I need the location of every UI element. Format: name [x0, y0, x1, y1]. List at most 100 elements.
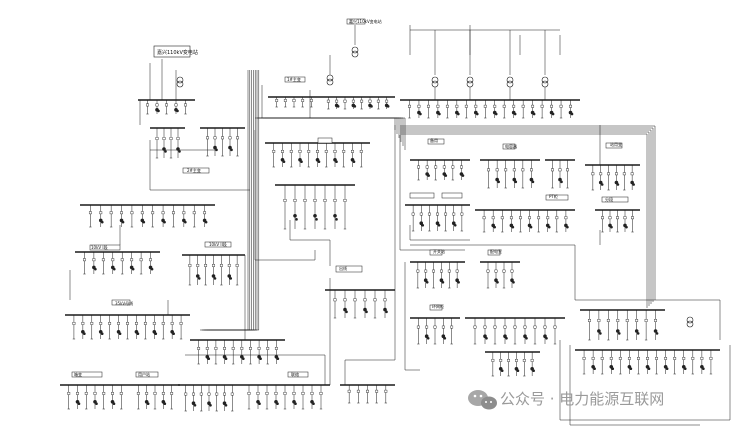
breaker-136 [335, 99, 339, 103]
load-398 [242, 357, 245, 361]
breaker-536 [343, 198, 347, 202]
wire-952 [257, 117, 398, 134]
breaker-796 [493, 325, 497, 329]
breaker-440 [136, 392, 140, 395]
breaker-683 [491, 216, 495, 220]
breaker-617 [530, 168, 533, 172]
load-533 [333, 214, 337, 218]
breaker-792 [483, 325, 487, 329]
load-488 [258, 402, 261, 406]
breaker-723 [616, 216, 619, 220]
breaker-864 [522, 359, 526, 362]
title-box: 嘉兴110kV变电站 [153, 45, 198, 58]
load-319 [211, 274, 216, 278]
label-box-160 [284, 76, 306, 83]
load-462 [191, 401, 196, 406]
breaker-734 [416, 269, 420, 273]
breaker-900 [655, 357, 658, 360]
load-469 [207, 401, 211, 406]
breaker-785 [450, 325, 454, 329]
breaker-806 [523, 325, 527, 329]
load-840 [636, 332, 640, 335]
load-551 [363, 307, 367, 312]
breaker-845 [654, 319, 657, 322]
label-2: 1#主变 [287, 76, 301, 82]
load-832 [615, 329, 620, 333]
breaker-842 [644, 319, 648, 322]
breaker-838 [635, 319, 639, 322]
watermark: 公众号 · 电力能源互联网 [468, 390, 664, 410]
breaker-730 [631, 216, 634, 220]
breaker-600 [487, 168, 490, 172]
load-276 [204, 220, 208, 224]
label-12: 分段 [605, 196, 613, 202]
breaker-643 [615, 172, 618, 176]
breaker-629 [566, 168, 569, 172]
load-752 [455, 278, 459, 283]
load-847 [655, 332, 659, 335]
wire-958 [400, 127, 654, 302]
load-783 [443, 336, 447, 340]
breaker-343 [99, 322, 103, 325]
transformer-43 [541, 80, 549, 88]
breaker-260 [161, 211, 165, 215]
breaker-766 [510, 269, 514, 273]
load-612 [514, 180, 518, 184]
wire-950 [210, 70, 260, 331]
load-738 [423, 278, 428, 283]
label-box-931 [502, 143, 516, 150]
wire-944 [200, 70, 249, 331]
breaker-557 [383, 298, 387, 302]
transformer-114 [326, 78, 334, 86]
breaker-106 [569, 104, 572, 108]
breaker-407 [266, 347, 270, 350]
load-366 [154, 332, 158, 336]
breaker-603 [495, 168, 499, 172]
breaker-171 [169, 137, 173, 140]
load-420 [77, 402, 81, 406]
load-627 [560, 180, 563, 184]
label-5: 10kV II段 [209, 241, 227, 247]
wire-970 [559, 340, 731, 421]
breaker-207 [298, 149, 302, 153]
wire-975 [289, 220, 331, 266]
breaker-126 [301, 99, 305, 102]
breaker-872 [582, 357, 586, 360]
breaker-562 [347, 389, 351, 393]
breaker-300 [139, 258, 143, 262]
load-833 [617, 332, 621, 335]
breaker-361 [143, 322, 147, 325]
wire-946 [203, 70, 252, 331]
breaker-8 [155, 103, 159, 107]
breaker-507 [310, 392, 314, 395]
load-241 [100, 220, 104, 224]
breaker-197 [272, 149, 276, 153]
breaker-853 [499, 359, 503, 362]
label-1: 嘉兴110kV变电站 [349, 18, 382, 24]
load-470 [209, 403, 212, 407]
load-527 [315, 218, 318, 221]
breaker-756 [486, 269, 490, 273]
wire-976 [409, 225, 470, 241]
load-825 [597, 329, 601, 333]
breaker-286 [101, 258, 105, 262]
breaker-676 [460, 212, 464, 216]
load-248 [121, 220, 125, 224]
load-667 [437, 223, 441, 227]
breaker-329 [235, 264, 239, 267]
breaker-886 [618, 357, 622, 360]
load-10 [157, 109, 160, 113]
load-434 [112, 402, 116, 406]
breaker-828 [606, 319, 610, 322]
breaker-511 [319, 392, 323, 395]
load-373 [172, 332, 175, 336]
breaker-364 [152, 322, 156, 325]
breaker-475 [223, 392, 226, 396]
load-183 [213, 145, 217, 150]
breaker-771 [416, 325, 420, 329]
load-384 [207, 357, 211, 361]
breaker-267 [182, 211, 186, 215]
breaker-532 [333, 198, 337, 202]
load-338 [83, 332, 86, 336]
